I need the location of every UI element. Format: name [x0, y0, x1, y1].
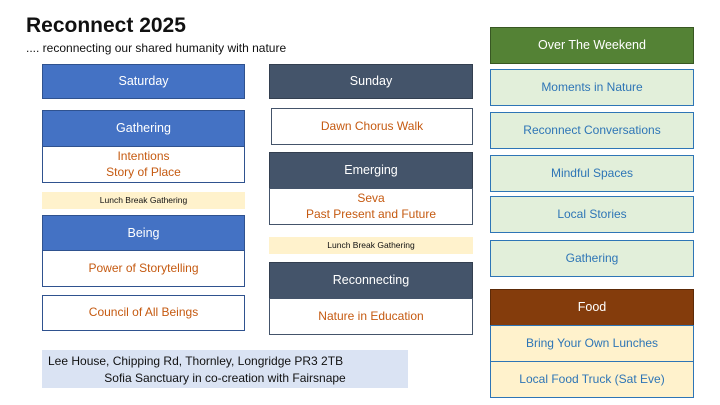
page-subtitle: .... reconnecting our shared humanity wi… [26, 41, 287, 55]
venue-address: Lee House, Chipping Rd, Thornley, Longri… [48, 354, 344, 368]
activity-seva: Seva [357, 190, 385, 205]
activity-power-of-storytelling: Power of Storytelling [42, 250, 245, 287]
gathering-header: Gathering [42, 110, 245, 147]
weekend-item-moments-in-nature: Moments in Nature [490, 69, 694, 106]
sunday-header: Sunday [269, 64, 473, 99]
venue-info: Lee House, Chipping Rd, Thornley, Longri… [42, 350, 408, 388]
emerging-header: Emerging [269, 152, 473, 189]
activity-past-present-future: Past Present and Future [305, 206, 437, 221]
activity-council-of-all-beings: Council of All Beings [42, 295, 245, 331]
being-header: Being [42, 215, 245, 251]
saturday-lunch-break: Lunch Break Gathering [42, 192, 245, 209]
page-title: Reconnect 2025 [26, 14, 186, 37]
activity-nature-in-education: Nature in Education [269, 298, 473, 335]
food-item-bring-your-own-lunches: Bring Your Own Lunches [490, 325, 694, 362]
weekend-item-reconnect-conversations: Reconnect Conversations [490, 112, 694, 149]
venue-organisers: Sofia Sanctuary in co-creation with Fair… [104, 370, 346, 385]
reconnecting-header: Reconnecting [269, 262, 473, 299]
saturday-header: Saturday [42, 64, 245, 99]
sunday-lunch-break: Lunch Break Gathering [269, 237, 473, 254]
emerging-activities: Seva Past Present and Future [269, 188, 473, 225]
gathering-activities: Intentions Story of Place [42, 146, 245, 183]
weekend-item-mindful-spaces: Mindful Spaces [490, 155, 694, 192]
activity-dawn-chorus-walk: Dawn Chorus Walk [271, 108, 473, 145]
weekend-item-local-stories: Local Stories [490, 196, 694, 233]
activity-story-of-place: Story of Place [106, 164, 181, 179]
food-header: Food [490, 289, 694, 326]
weekend-header: Over The Weekend [490, 27, 694, 64]
activity-intentions: Intentions [117, 148, 170, 163]
food-item-local-food-truck: Local Food Truck (Sat Eve) [490, 361, 694, 398]
weekend-item-gathering: Gathering [490, 240, 694, 277]
